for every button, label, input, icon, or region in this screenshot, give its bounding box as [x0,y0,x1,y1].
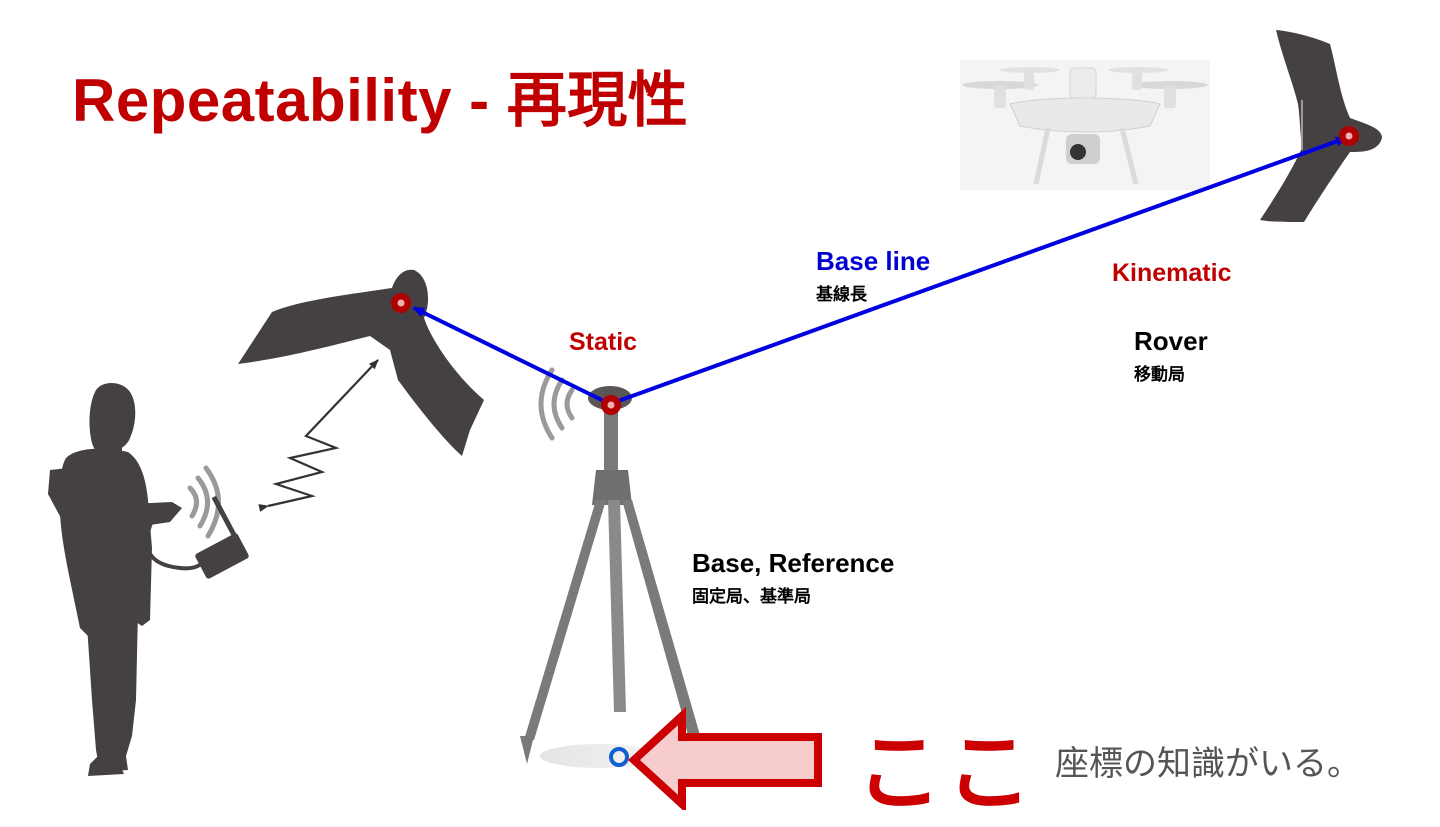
slide-title: Repeatability - 再現性 [72,52,688,139]
fixed-wing-drone-icon [238,270,484,456]
left-arrow-icon [634,716,818,804]
base-reference-label: Base, Reference [692,548,894,579]
base-antenna-marker [601,395,621,415]
coordinate-note: 座標の知識がいる。 [1055,736,1361,785]
base-line-jp-label: 基線長 [816,280,867,305]
radio-waves-icon [541,370,572,438]
gnss-tripod-icon [520,386,702,764]
kinematic-rover-marker [1339,126,1359,146]
fixed-wing-drone-icon [1260,30,1382,222]
here-label: ここ [856,702,1036,827]
slide: Repeatability - 再現性 Static Base line 基線長… [0,0,1440,810]
zigzag-signal-icon [268,360,378,506]
operator-silhouette-icon [48,383,182,776]
static-label: Static [569,328,637,357]
kinematic-label: Kinematic [1112,259,1231,288]
rover-jp-label: 移動局 [1134,360,1185,385]
quadcopter-drone-icon [960,60,1210,190]
base-reference-jp-label: 固定局、基準局 [692,582,811,607]
rover-label: Rover [1134,326,1208,357]
base-line-label: Base line [816,246,930,277]
static-rover-marker [391,293,411,313]
